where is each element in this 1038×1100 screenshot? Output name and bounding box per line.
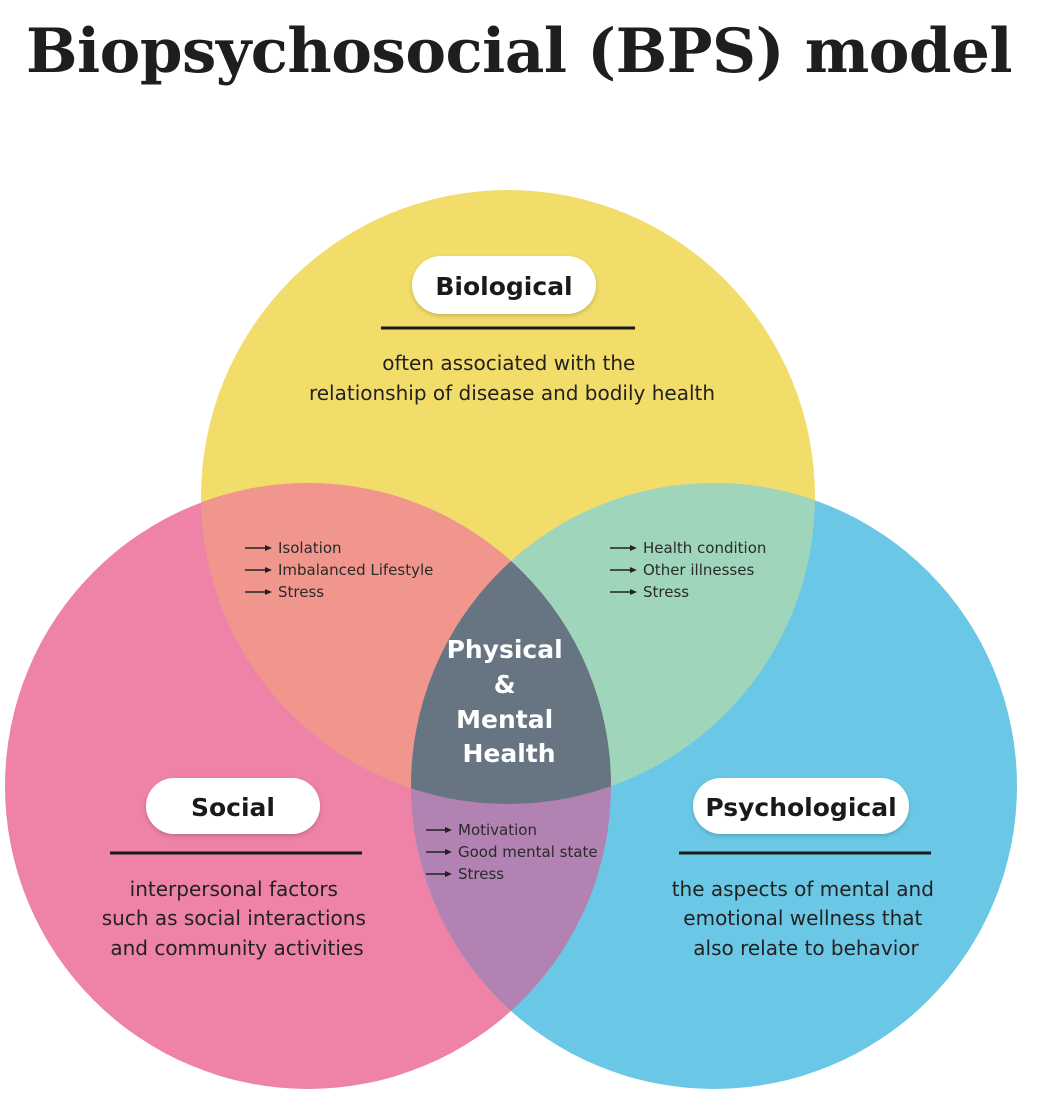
- biological-label: Biological: [412, 256, 596, 314]
- list-item: Other illnesses: [610, 561, 754, 579]
- bio-social-list: Isolation Imbalanced Lifestyle Stress: [245, 539, 433, 601]
- psychological-description: the aspects of mental and emotional well…: [672, 877, 941, 960]
- list-item: Health condition: [610, 539, 766, 557]
- center-overlap: [411, 483, 611, 804]
- social-description: interpersonal factors such as social int…: [102, 877, 372, 960]
- list-item: Stress: [426, 865, 504, 883]
- list-item: Isolation: [245, 539, 342, 557]
- svg-text:Health condition: Health condition: [643, 539, 766, 557]
- svg-text:Stress: Stress: [643, 583, 689, 601]
- psychological-label: Psychological: [693, 778, 909, 834]
- list-item: Stress: [610, 583, 689, 601]
- list-item: Stress: [245, 583, 324, 601]
- list-item: Good mental state: [426, 843, 598, 861]
- svg-text:Stress: Stress: [278, 583, 324, 601]
- svg-text:Social: Social: [191, 793, 275, 822]
- svg-text:Stress: Stress: [458, 865, 504, 883]
- biological-description: often associated with the relationship o…: [309, 351, 715, 405]
- svg-text:Other illnesses: Other illnesses: [643, 561, 754, 579]
- svg-text:Isolation: Isolation: [278, 539, 342, 557]
- page-title: Biopsychosocial (BPS) model: [25, 16, 1013, 87]
- center-label: Physical & Mental Health: [447, 635, 572, 768]
- list-item: Motivation: [426, 821, 537, 839]
- svg-text:Motivation: Motivation: [458, 821, 537, 839]
- svg-text:Imbalanced Lifestyle: Imbalanced Lifestyle: [278, 561, 433, 579]
- bio-psych-list: Health condition Other illnesses Stress: [610, 539, 766, 601]
- list-item: Imbalanced Lifestyle: [245, 561, 433, 579]
- svg-text:Good mental state: Good mental state: [458, 843, 598, 861]
- social-label: Social: [146, 778, 320, 834]
- svg-text:Psychological: Psychological: [705, 793, 896, 822]
- social-psych-list: Motivation Good mental state Stress: [426, 821, 598, 883]
- svg-text:Biological: Biological: [435, 272, 572, 301]
